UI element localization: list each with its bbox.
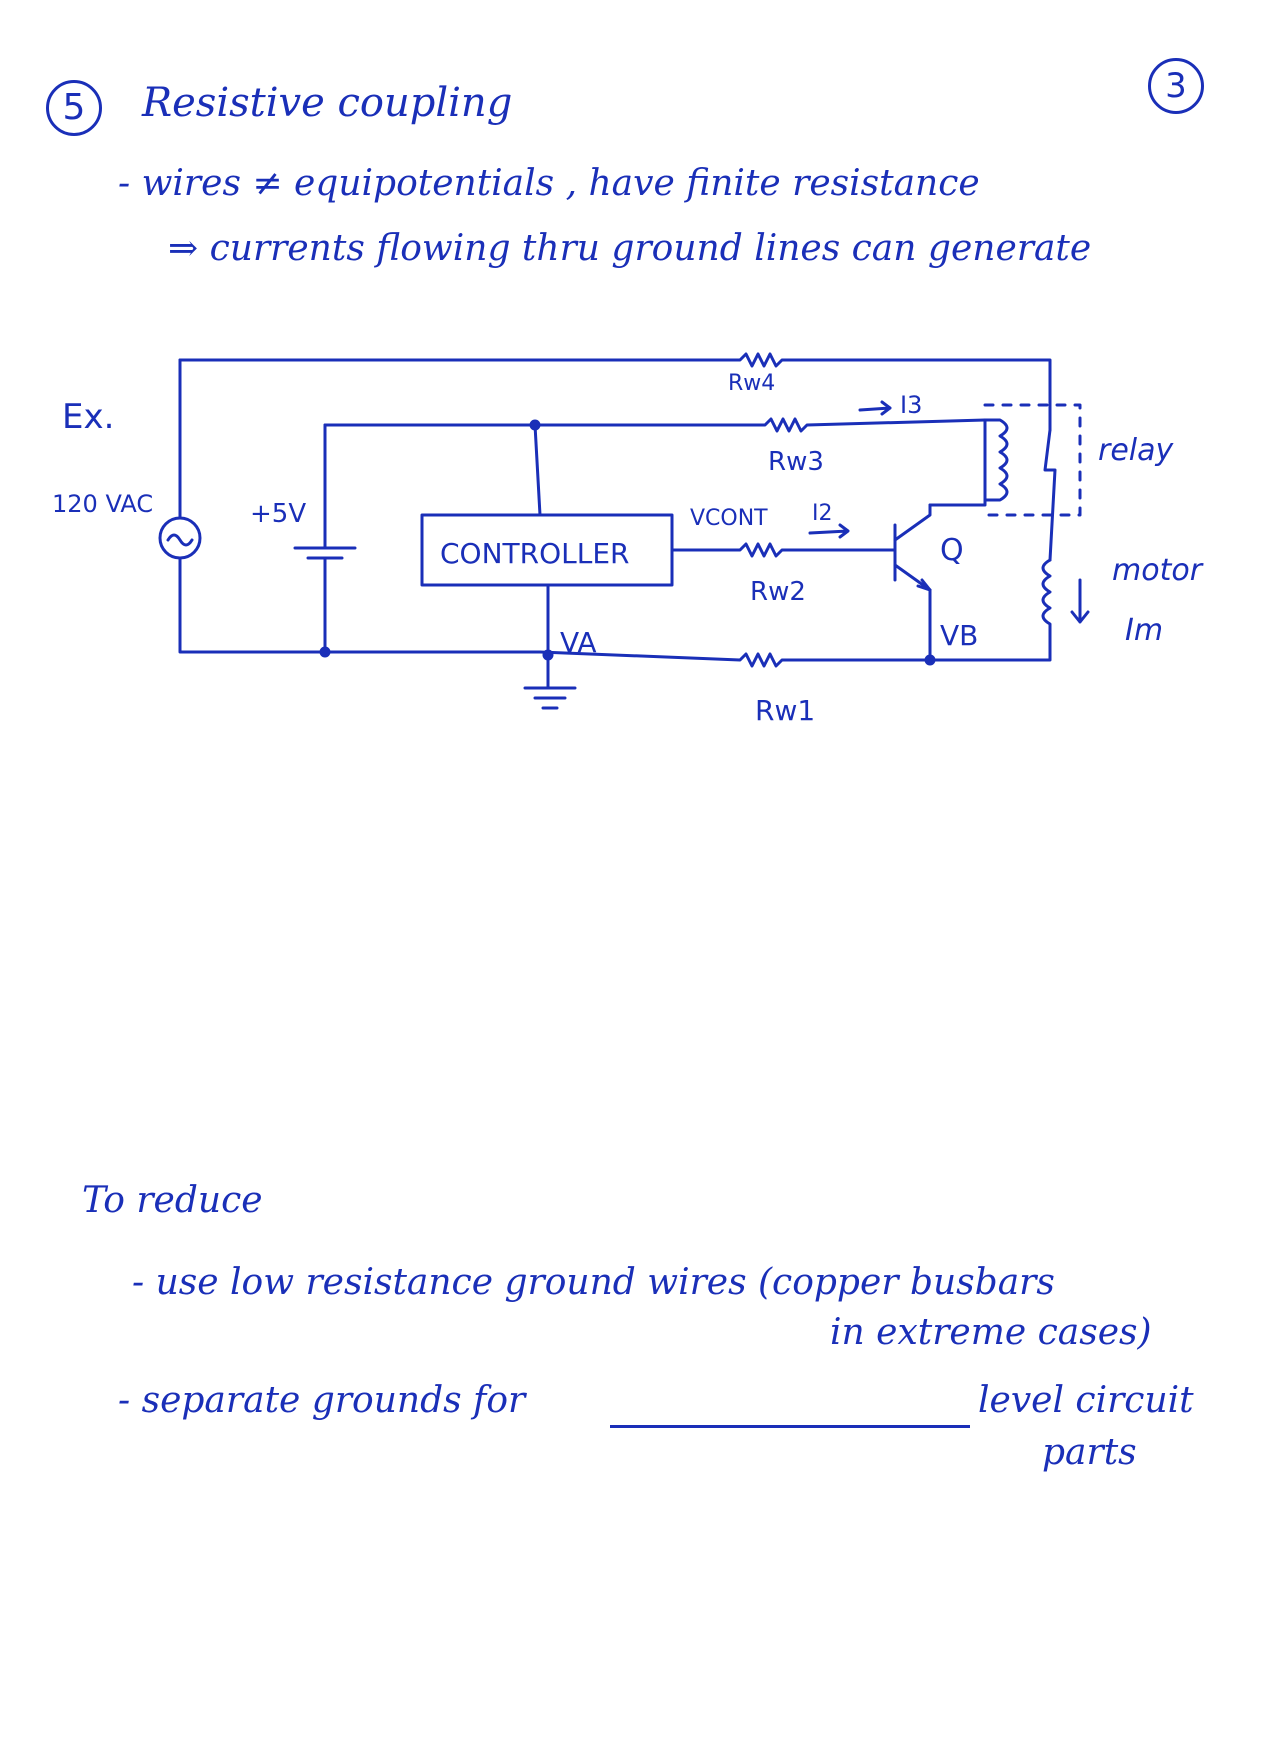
wire-rw3 bbox=[323, 417, 987, 433]
relay-label: relay bbox=[1098, 433, 1175, 468]
va-label: VA bbox=[560, 626, 597, 659]
item-number: 5 bbox=[62, 87, 86, 128]
relay-coil-icon bbox=[983, 418, 1009, 502]
example-label: Ex. bbox=[62, 397, 114, 437]
vb-label: VB bbox=[940, 619, 978, 652]
page-number: 3 bbox=[1165, 66, 1187, 106]
rw3-label: Rw3 bbox=[768, 447, 824, 477]
q-label: Q bbox=[940, 533, 964, 568]
i2-label: I2 bbox=[812, 501, 833, 526]
relay-box bbox=[983, 403, 1082, 517]
ground-icon bbox=[523, 653, 577, 710]
rw2-label: Rw2 bbox=[750, 577, 806, 607]
reduce-item-1a: - use low resistance ground wires (coppe… bbox=[132, 1262, 1055, 1303]
wire-rw1 bbox=[538, 650, 932, 668]
note-line-2: ⇒ currents flowing thru ground lines can… bbox=[168, 228, 1092, 269]
fill-in-blank bbox=[610, 1425, 970, 1428]
rw4-label: Rw4 bbox=[728, 371, 775, 396]
reduce-item-2b: level circuit bbox=[978, 1380, 1194, 1421]
vcont-label: VCONT bbox=[690, 506, 768, 531]
motor-coil-icon bbox=[928, 558, 1052, 662]
item-number-circle: 5 bbox=[46, 80, 102, 136]
reduce-item-2a: - separate grounds for bbox=[118, 1380, 526, 1421]
motor-label: motor bbox=[1112, 553, 1204, 588]
reduce-item-2c: parts bbox=[1042, 1432, 1137, 1473]
i3-label: I3 bbox=[900, 391, 922, 419]
transistor-q-icon bbox=[893, 503, 932, 592]
page-title: Resistive coupling bbox=[142, 80, 513, 126]
circuit-diagram: Ex. 120 VAC +5V Rw4 I3 Rw3 relay CONTROL… bbox=[52, 352, 1204, 727]
i2-arrow-icon bbox=[808, 523, 850, 539]
source-label: 120 VAC bbox=[52, 490, 153, 518]
note-line-1: - wires ≠ equipotentials , have finite r… bbox=[118, 163, 980, 204]
i3-arrow-icon bbox=[858, 400, 892, 416]
reduce-item-1b: in extreme cases) bbox=[830, 1312, 1152, 1353]
battery-label: +5V bbox=[250, 499, 306, 529]
wire-rw2 bbox=[670, 542, 897, 558]
controller-label: CONTROLLER bbox=[440, 537, 629, 570]
ac-wave-icon bbox=[166, 533, 194, 547]
rw1-label: Rw1 bbox=[755, 694, 815, 727]
reduce-heading: To reduce bbox=[82, 1180, 263, 1221]
page-number-circle: 3 bbox=[1148, 58, 1204, 114]
im-arrow-icon bbox=[1070, 578, 1090, 624]
relay-switch-icon bbox=[1043, 428, 1057, 562]
wire-top bbox=[178, 352, 1052, 432]
im-label: Im bbox=[1125, 613, 1163, 648]
